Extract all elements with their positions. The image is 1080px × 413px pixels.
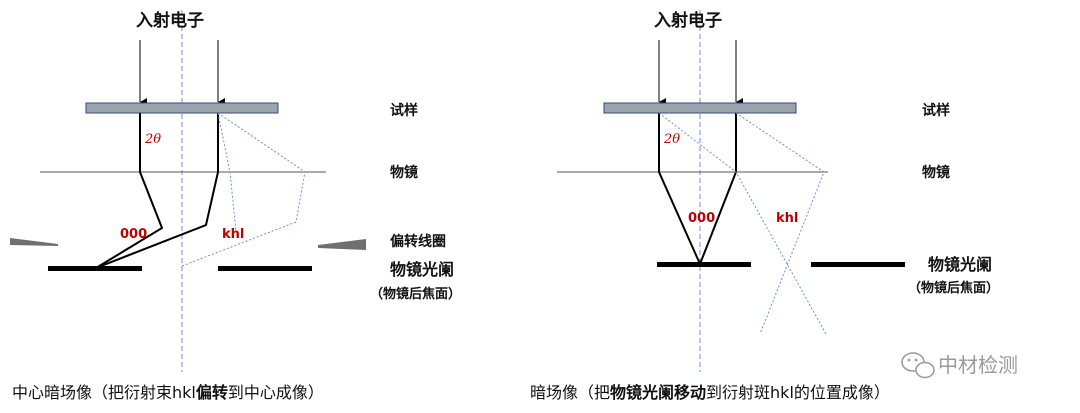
left-aperture-left [48,266,142,271]
left-diagram: 入射电子 2θ 000 khl 试样 物镜 偏转线圈 物镜光阑 （物镜后焦面） … [10,10,461,402]
left-coil-right [318,239,366,250]
left-focal-plane-label: （物镜后焦面） [370,286,461,302]
right-specimen [603,102,797,114]
right-beam-000-label: 000 [688,211,715,226]
right-angle-label: 2θ [663,132,680,147]
left-beam-hkl-original-2 [217,112,237,233]
left-aperture-label: 物镜光阑 [390,260,454,279]
left-coil-label: 偏转线圈 [390,233,446,250]
left-aperture-right [218,266,312,271]
left-beam-hkl-label: khl [222,227,244,242]
right-beam-hkl-b [735,112,825,335]
right-beam-hkl-label: khl [776,211,798,226]
left-specimen [85,102,279,114]
right-focal-plane-label: （物镜后焦面） [908,280,999,296]
right-incident-label: 入射电子 [654,10,722,31]
right-beam-000 [658,113,701,265]
right-diagram: 入射电子 2θ 000 khl 试样 物镜 物镜光阑 （物镜后焦面） 暗场像（把… [530,10,999,402]
left-caption: 中心暗场像（把衍射束hkl偏转到中心成像） [12,383,324,402]
right-aperture-label: 物镜光阑 [928,255,992,274]
watermark: 中材检测 [901,352,1018,379]
right-objective-label: 物镜 [922,164,950,181]
left-angle-label: 2θ [144,132,161,147]
right-aperture-right [811,262,905,267]
right-specimen-label: 试样 [922,102,950,119]
left-coil-left [10,238,58,246]
left-beam-hkl [95,113,219,269]
right-beam-000-b [699,113,737,265]
right-beam-hkl-a [658,112,827,335]
right-aperture-left [657,262,751,267]
left-beam-hkl-original [181,112,306,267]
left-objective-label: 物镜 [390,164,418,181]
right-caption: 暗场像（把物镜光阑移动到衍射斑hkl的位置成像） [530,383,890,402]
left-specimen-label: 试样 [390,102,418,119]
wechat-icon [901,352,935,379]
left-beam-000 [95,113,164,269]
left-beam-000-label: 000 [120,227,147,242]
watermark-text: 中材检测 [938,353,1018,377]
left-incident-label: 入射电子 [136,10,204,31]
